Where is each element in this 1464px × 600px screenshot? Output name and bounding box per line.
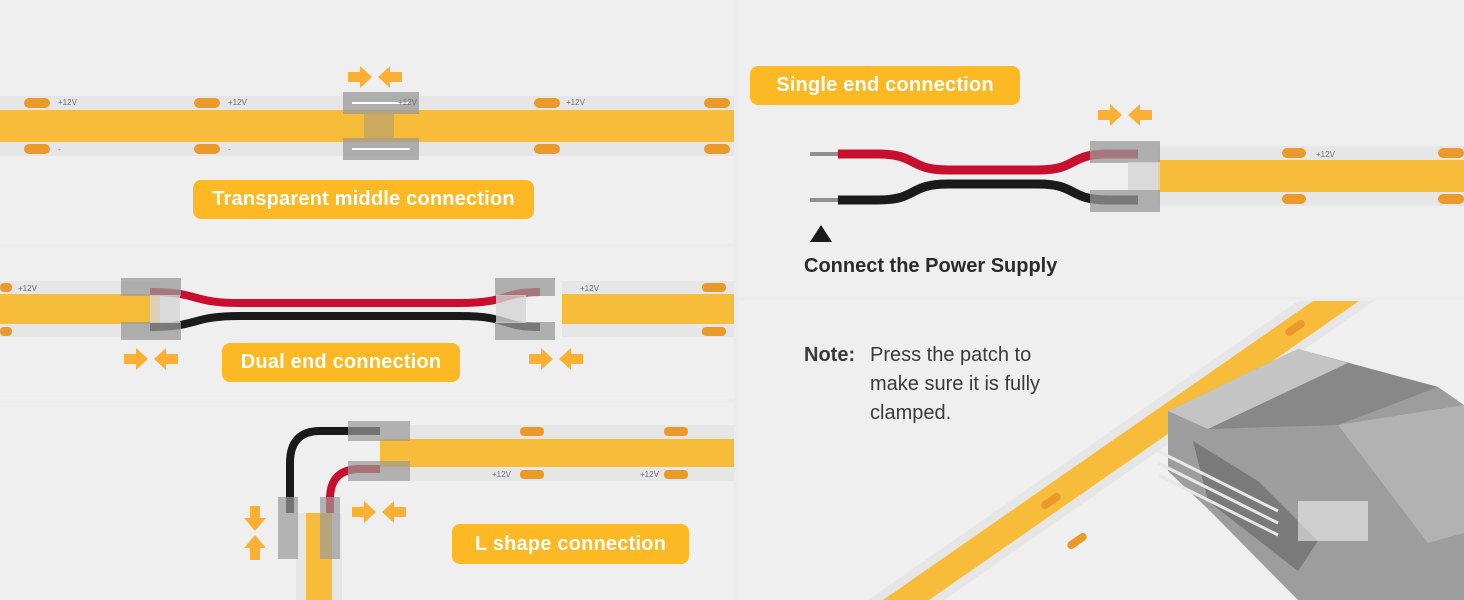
- arrow-left-icon: [1128, 104, 1152, 126]
- note-line: Press the patch to: [870, 344, 1032, 366]
- note-line: make sure it is fully: [870, 373, 1041, 395]
- strip-minus-label: -: [58, 145, 61, 154]
- panel-middle-connection: +12V +12V +12V - - +12V Transparent midd…: [0, 0, 734, 243]
- arrow-up-icon: [244, 535, 266, 560]
- strip-pads: [520, 427, 688, 479]
- arrow-down-icon: [244, 506, 266, 531]
- strip-minus-label: -: [228, 145, 231, 154]
- l-shape-connectors: [278, 421, 410, 559]
- l-shape-connection-illustration: +12V +12V: [244, 421, 734, 600]
- single-connection-illustration: +12V: [810, 104, 1464, 242]
- strip-led-band: [562, 294, 734, 324]
- strip-plus-label: +12V: [640, 470, 660, 479]
- strip-led-band: [1158, 160, 1464, 192]
- strip-plus-label: +12V: [566, 98, 586, 107]
- panel-l-shape-connection: +12V +12V L shape connection: [0, 403, 734, 600]
- arrow-left-icon: [154, 348, 178, 370]
- left-end-connector: [121, 278, 181, 340]
- single-connection-label: Single end connection: [750, 66, 1020, 105]
- crimping-plier-icon: [1157, 349, 1464, 600]
- panel-single-connection: +12V Single end connection Connect the P…: [738, 0, 1464, 297]
- strip-plus-label: +12V: [58, 98, 78, 107]
- right-end-connector: [495, 278, 555, 340]
- strip-plus-label: +12V: [492, 470, 512, 479]
- strip-led-band: [380, 439, 734, 467]
- panel-dual-connection: +12V +12V Dual end connection: [0, 247, 734, 399]
- strip-pads: [1282, 148, 1464, 204]
- red-wire: [838, 149, 1138, 175]
- middle-connection-label: Transparent middle connection: [193, 180, 534, 219]
- strip-plus-label: +12V: [398, 98, 418, 107]
- plier-illustration: [868, 301, 1464, 600]
- strip-plus-label: +12V: [1316, 150, 1336, 159]
- note-lines: Press the patch to make sure it is fully…: [870, 341, 1040, 428]
- arrow-right-icon: [124, 348, 148, 370]
- arrow-right-icon: [1098, 104, 1122, 126]
- strip-plus-label: +12V: [580, 284, 600, 293]
- arrow-left-icon: [382, 501, 406, 523]
- arrow-right-icon: [352, 501, 376, 523]
- black-wire: [286, 427, 380, 513]
- dual-connection-illustration: +12V +12V: [0, 278, 734, 370]
- note-text: Note:: [804, 341, 855, 370]
- black-wire: [838, 179, 1138, 205]
- black-wire: [149, 312, 541, 331]
- strip-plus-label: +12V: [228, 98, 248, 107]
- dual-connection-label: Dual end connection: [222, 343, 460, 382]
- triangle-up-icon: [810, 225, 832, 242]
- strip-pads: [0, 283, 726, 336]
- red-wire: [149, 288, 541, 307]
- power-supply-caption: Connect the Power Supply: [804, 255, 1058, 277]
- note-label: Note:: [804, 344, 856, 366]
- panel-note: Note: Press the patch to make sure it is…: [738, 301, 1464, 600]
- middle-connection-illustration: +12V +12V +12V - - +12V: [0, 66, 734, 160]
- l-shape-connection-label: L shape connection: [452, 524, 689, 564]
- strip-pads: [24, 98, 730, 154]
- note-line: clamped.: [870, 402, 952, 424]
- strip-plus-label: +12V: [18, 284, 38, 293]
- middle-connector-clip: [343, 92, 419, 160]
- arrow-right-icon: [348, 66, 372, 88]
- arrow-right-icon: [529, 348, 553, 370]
- arrow-left-icon: [378, 66, 402, 88]
- arrow-left-icon: [559, 348, 583, 370]
- strip-led-band: [0, 294, 160, 324]
- single-end-connector: [1090, 141, 1160, 212]
